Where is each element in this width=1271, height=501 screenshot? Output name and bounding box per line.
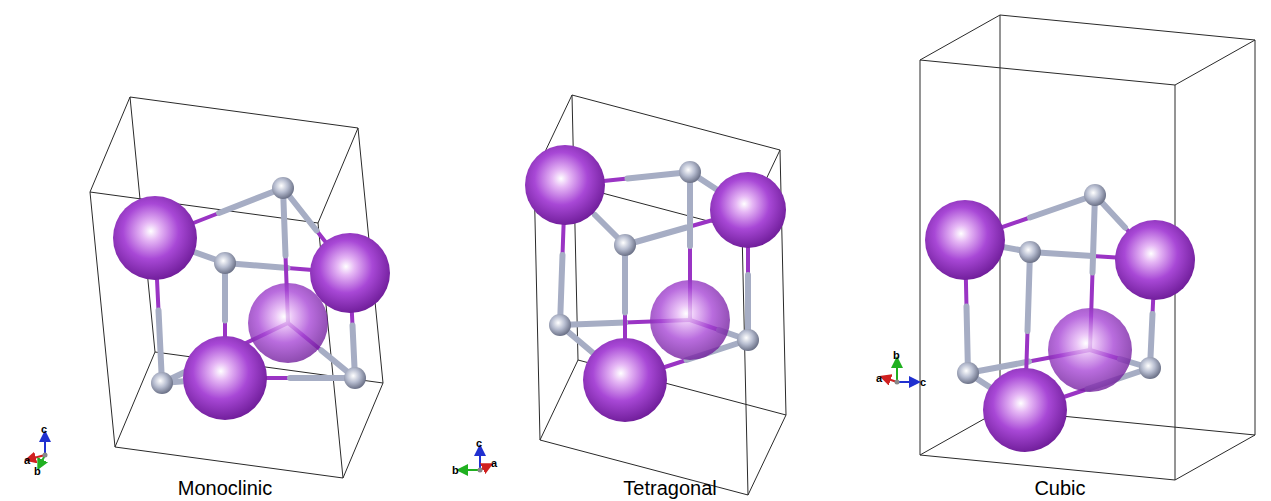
structure-caption: Tetragonal	[623, 478, 716, 498]
axis-label: b	[893, 350, 900, 361]
axis-label: c	[41, 424, 47, 435]
structure-caption: Monoclinic	[178, 478, 272, 498]
atoms	[925, 184, 1195, 452]
structure-caption: Cubic	[1034, 478, 1085, 498]
axis-label: a	[876, 373, 882, 384]
bond	[1093, 195, 1096, 273]
axis-label: a	[491, 458, 497, 469]
axis-label: b	[34, 466, 41, 477]
bond	[687, 172, 693, 246]
axis-triad	[30, 436, 48, 465]
atoms	[113, 177, 390, 420]
axis-label: c	[476, 438, 482, 449]
axis-triad	[462, 450, 488, 473]
axis-label: b	[452, 465, 459, 476]
atoms	[525, 145, 786, 422]
axis-label: c	[920, 377, 926, 388]
unit-cell	[90, 15, 1255, 495]
axis-triad	[885, 362, 915, 385]
axis-label: a	[24, 455, 30, 466]
bond	[1028, 252, 1031, 331]
